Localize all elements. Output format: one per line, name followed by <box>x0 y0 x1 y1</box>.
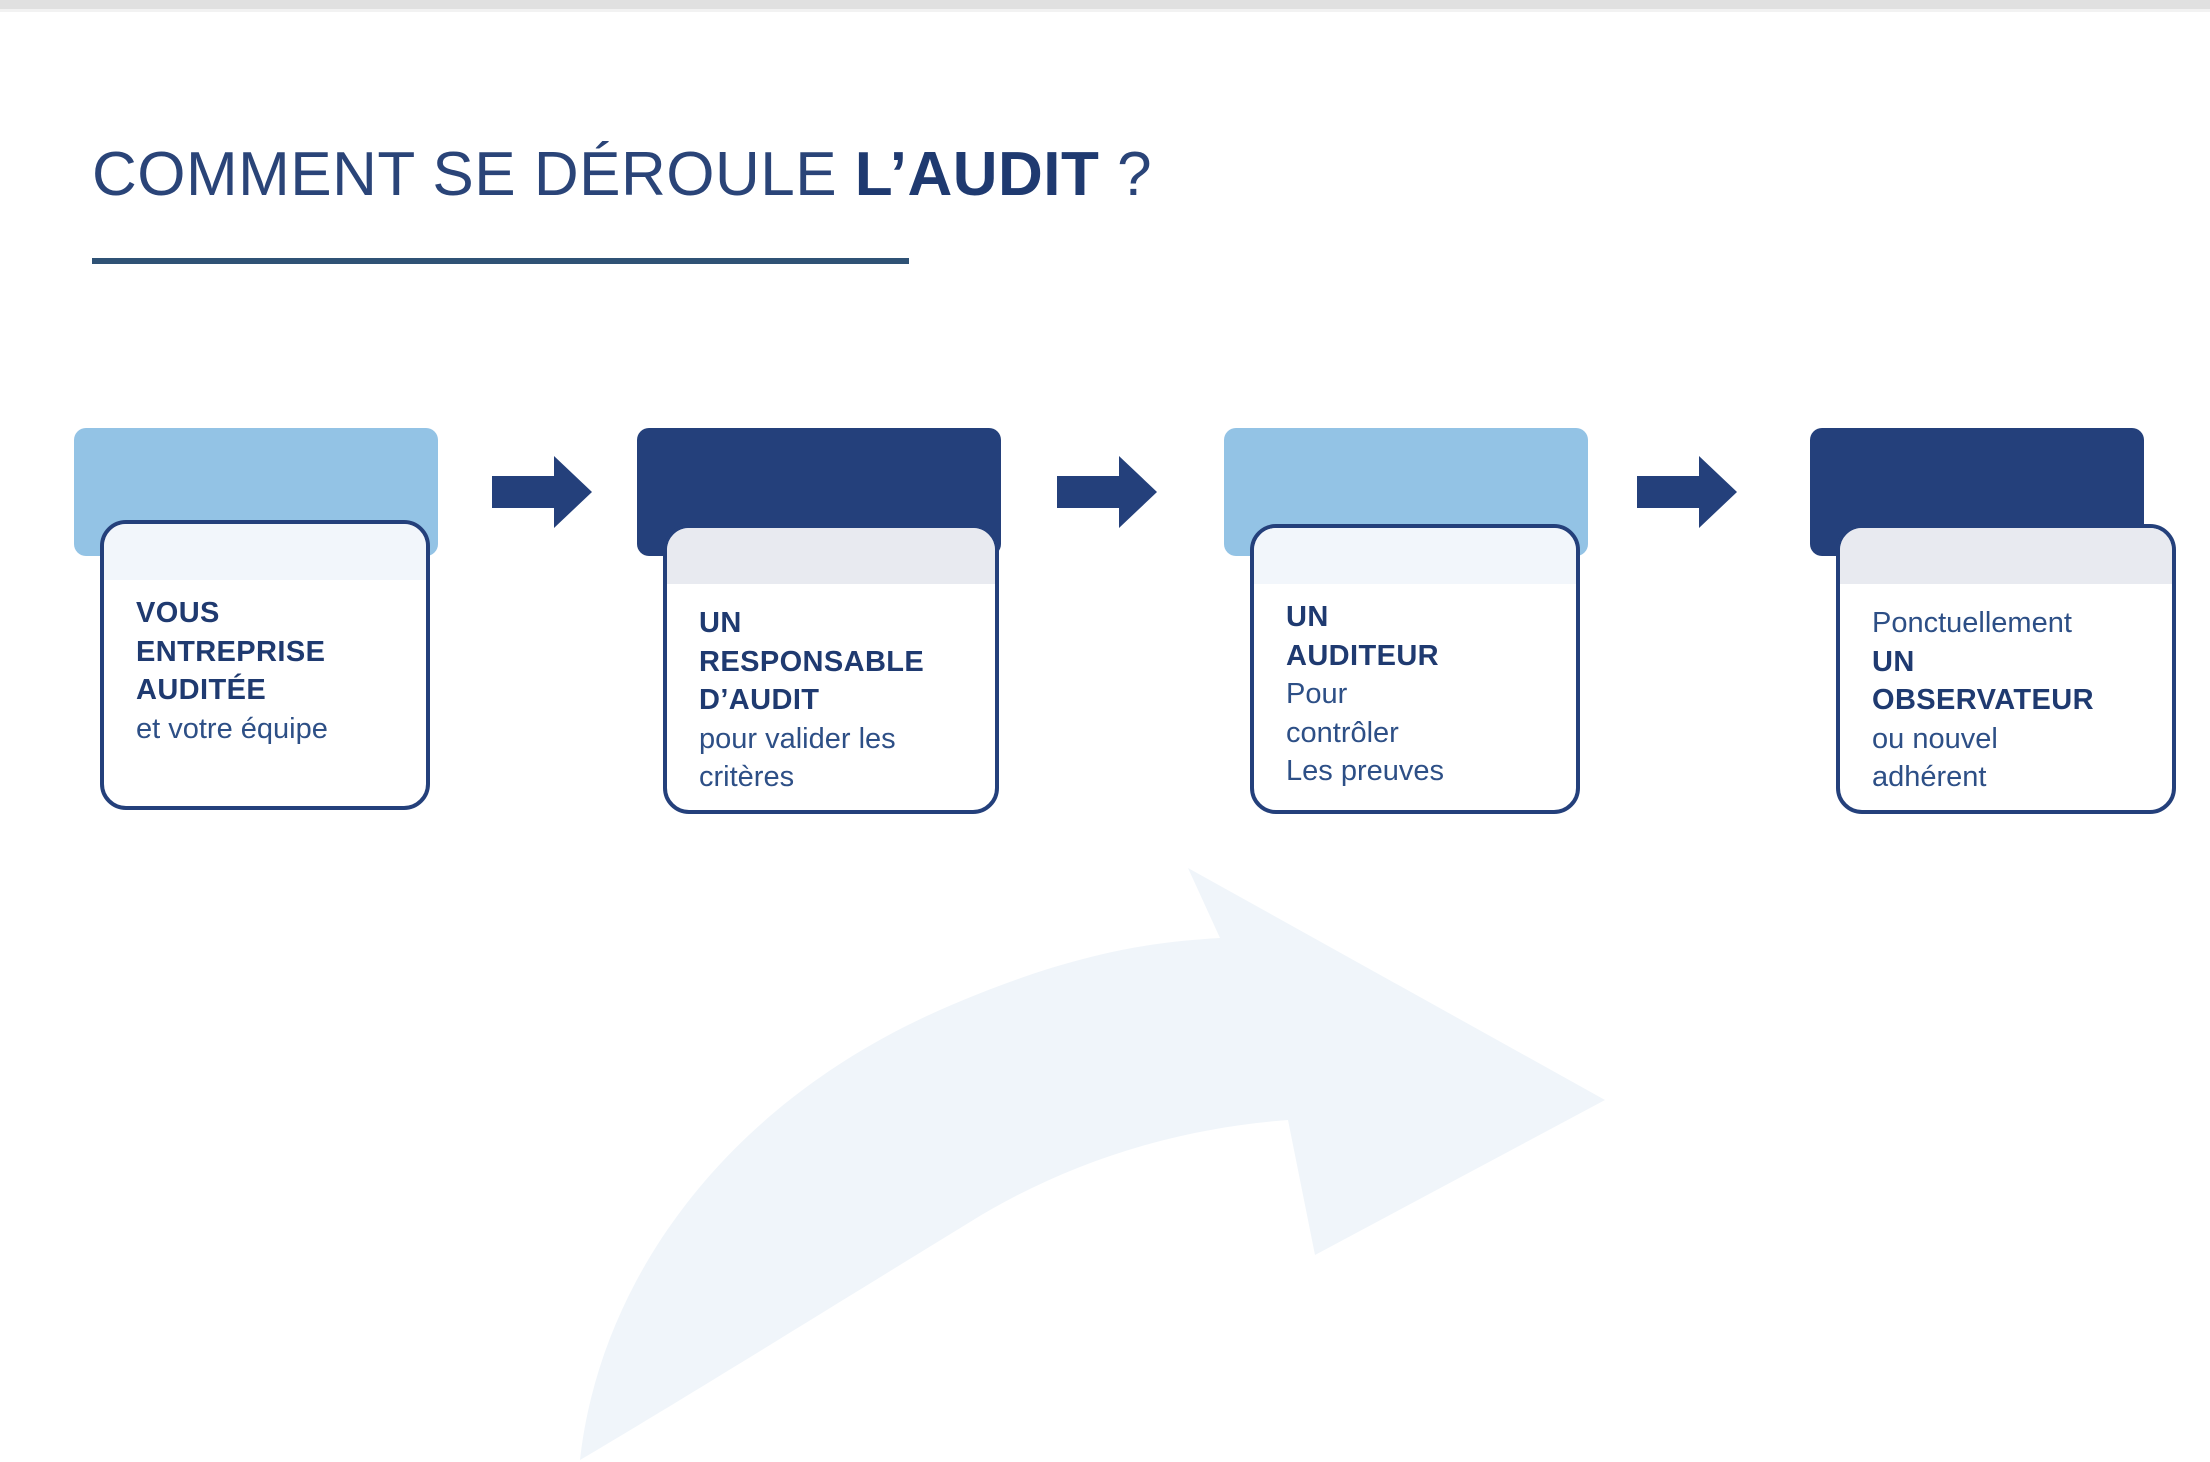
step-1-line-1: VOUS <box>136 597 220 629</box>
step-4-card[interactable]: Ponctuellement UN OBSERVATEUR ou nouvel … <box>1836 524 2176 814</box>
step-2-line-2: RESPONSABLE <box>699 645 925 678</box>
step-4-line-5: adhérent <box>1872 761 1987 794</box>
step-2-line-3: D’AUDIT <box>699 684 820 717</box>
step-2-card[interactable]: UN RESPONSABLE D’AUDIT pour valider les … <box>663 524 999 814</box>
step-4-line-3: OBSERVATEUR <box>1872 684 2094 717</box>
step-4-line-1: Ponctuellement <box>1872 607 2072 639</box>
step-2-card-tint <box>667 528 995 584</box>
page-title-suffix: ? <box>1099 140 1153 209</box>
step-3-line-5: Les preuves <box>1286 755 1444 788</box>
step-4-line-2: UN <box>1872 645 1915 678</box>
step-1-line-3: AUDITÉE <box>136 674 267 707</box>
step-2-line-5: critères <box>699 761 795 794</box>
page-title-text: COMMENT SE DÉROULE L’AUDIT ? <box>92 142 1792 207</box>
step-1-line-2: ENTREPRISE <box>136 635 326 668</box>
arrow-right-icon-1 <box>492 456 592 528</box>
page-title: COMMENT SE DÉROULE L’AUDIT ? <box>92 142 1792 207</box>
step-3-card-tint <box>1254 528 1576 584</box>
page-title-prefix: COMMENT SE DÉROULE <box>92 140 855 209</box>
step-3-line-3: Pour <box>1286 678 1348 711</box>
step-3-line-4: contrôler <box>1286 716 1399 749</box>
step-3-card-body: UN AUDITEUR Pour contrôler Les preuves <box>1254 528 1576 791</box>
step-4-card-body: Ponctuellement UN OBSERVATEUR ou nouvel … <box>1840 528 2172 797</box>
page-title-emphasis: L’AUDIT <box>854 140 1100 209</box>
step-4-card-tint <box>1840 528 2172 584</box>
step-3-line-2: AUDITEUR <box>1286 639 1440 672</box>
step-1-line-4: et votre équipe <box>136 712 328 745</box>
slide-top-edge-highlight <box>0 9 2210 12</box>
step-1-card-tint <box>104 524 426 580</box>
arrow-right-icon-3 <box>1637 456 1737 528</box>
curved-arrow-right-icon <box>580 868 1605 1460</box>
step-3-card[interactable]: UN AUDITEUR Pour contrôler Les preuves <box>1250 524 1580 814</box>
step-1-card[interactable]: VOUS ENTREPRISE AUDITÉE et votre équipe <box>100 520 430 810</box>
step-2-line-1: UN <box>699 607 742 639</box>
step-4-line-4: ou nouvel <box>1872 722 1998 755</box>
step-2-card-body: UN RESPONSABLE D’AUDIT pour valider les … <box>667 528 995 797</box>
title-underline-rule <box>92 258 909 264</box>
step-2-line-4: pour valider les <box>699 722 896 755</box>
step-1-card-body: VOUS ENTREPRISE AUDITÉE et votre équipe <box>104 524 426 748</box>
slide-top-edge <box>0 0 2210 9</box>
arrow-right-icon-2 <box>1057 456 1157 528</box>
step-3-line-1: UN <box>1286 601 1329 633</box>
